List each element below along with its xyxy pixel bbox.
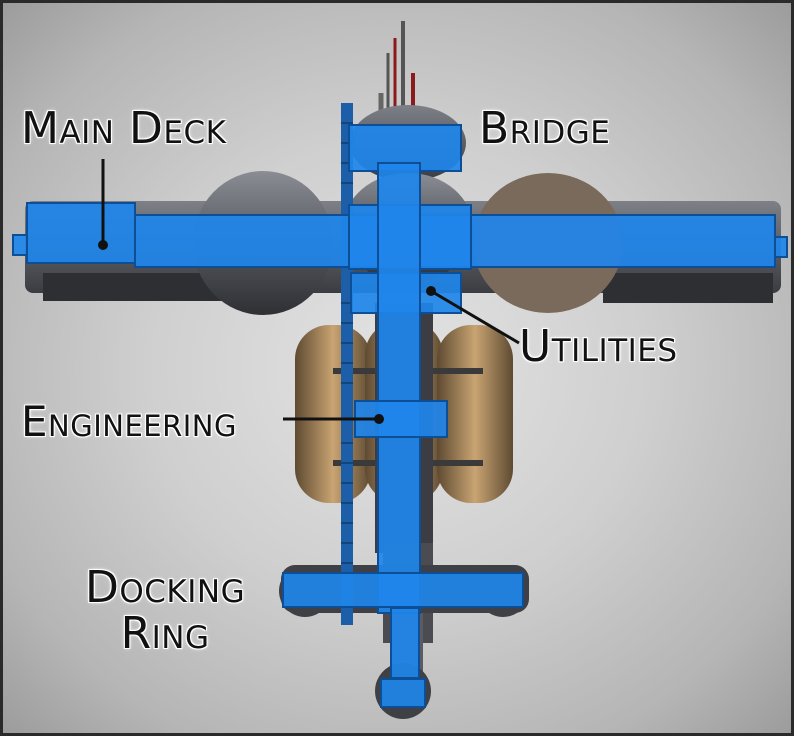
label-docking-line1: Docking (85, 562, 246, 613)
main-deck-nose (12, 234, 28, 256)
antenna-array (378, 21, 415, 113)
hull-underside-right (603, 273, 773, 303)
docking-ring-deck (282, 572, 524, 608)
dot-utilities (426, 286, 436, 296)
leader-lines (101, 159, 520, 421)
tank-right (437, 325, 513, 503)
label-docking-line2: Ring (120, 608, 210, 660)
label-docking-ring: Docking Ring (85, 562, 246, 660)
ladder-rail (341, 103, 353, 625)
label-bridge: Bridge (479, 103, 611, 154)
label-utilities: Utilities (519, 321, 678, 372)
ship-diagram (12, 21, 788, 719)
central-shaft (377, 162, 421, 614)
hull-underside-left (43, 273, 233, 301)
label-engineering: Engineering (21, 397, 237, 446)
lower-shaft (390, 607, 420, 679)
main-deck-fore (26, 202, 136, 264)
dot-main-deck (98, 240, 108, 250)
lower-dock (380, 678, 426, 708)
label-main-deck: Main Deck (21, 103, 227, 154)
leader-utilities (430, 289, 520, 345)
main-deck-tail (774, 236, 788, 258)
deck-zones (12, 124, 788, 708)
dot-engineering (374, 414, 384, 424)
ladder-rungs (341, 122, 353, 564)
leader-dots (98, 240, 436, 424)
